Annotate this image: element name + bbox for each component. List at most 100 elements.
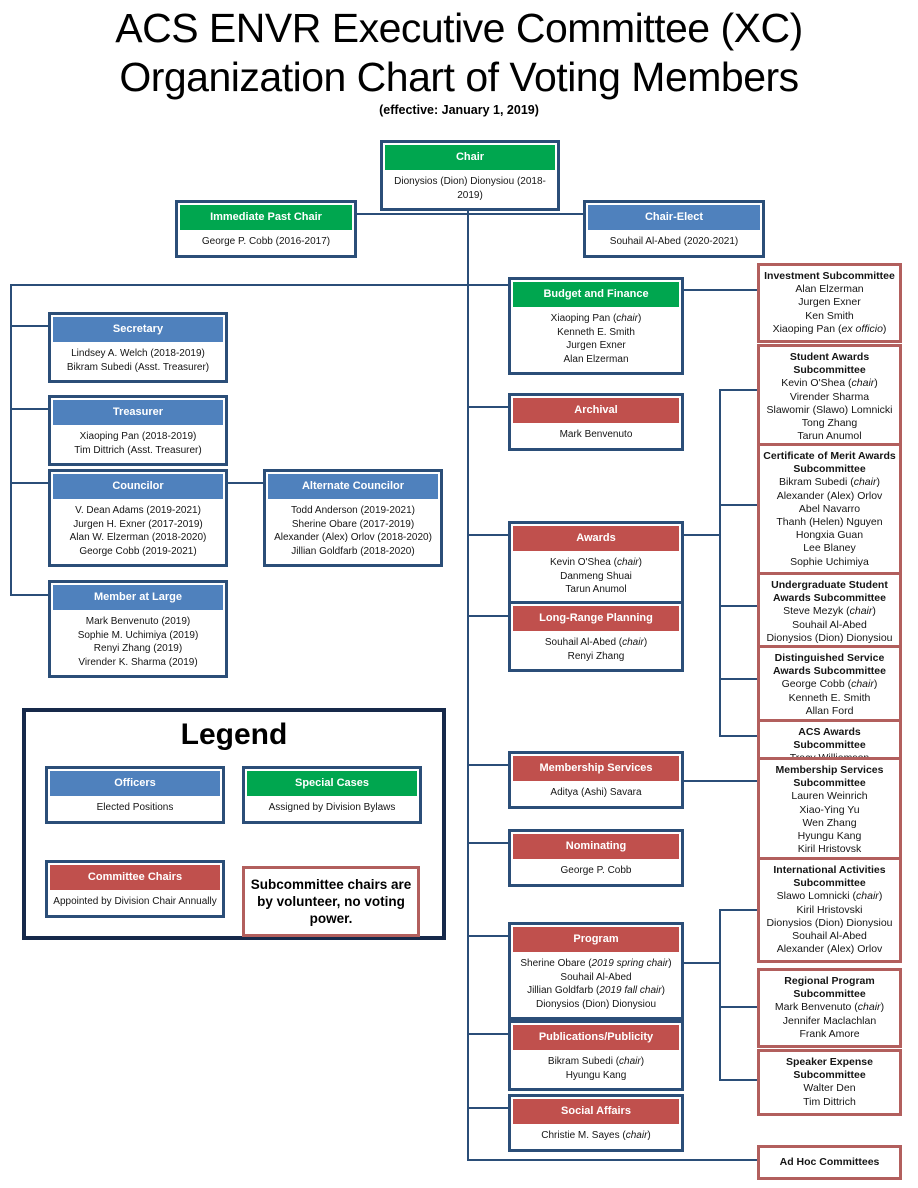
treasurer-members: Xiaoping Pan (2018-2019)Tim Dittrich (As… (74, 431, 202, 456)
awards-header: Awards (513, 526, 679, 551)
program-header: Program (513, 927, 679, 952)
nominating-members: George P. Cobb (560, 865, 632, 876)
regional-program-subcommittee-members: Mark Benvenuto (chair)Jennifer Maclachla… (774, 1001, 885, 1040)
member-at-large-members: Mark Benvenuto (2019)Sophie M. Uchimiya … (77, 616, 199, 668)
councilor-members: V. Dean Adams (2019-2021)Jurgen H. Exner… (69, 505, 207, 557)
connector-line (719, 678, 757, 680)
chair-members: Dionysios (Dion) Dionysiou (2018-2019) (394, 176, 546, 201)
connector-line (719, 389, 757, 391)
connector-line (684, 289, 757, 291)
connector-line (467, 615, 508, 617)
legend-note: Subcommittee chairs are by volunteer, no… (242, 866, 420, 937)
acs-awards-subcommittee-title: ACS Awards Subcommittee (793, 726, 866, 752)
connector-line (719, 909, 757, 911)
page-title-line2: Organization Chart of Voting Members (119, 54, 799, 100)
secretary-members: Lindsey A. Welch (2018-2019)Bikram Subed… (66, 348, 210, 373)
treasurer-header: Treasurer (53, 400, 223, 425)
legend-special-cases-header: Special Cases (247, 771, 417, 796)
connector-line (467, 198, 469, 1161)
connector-line (467, 1159, 759, 1161)
connector-line (719, 735, 757, 737)
social-affairs-members: Christie M. Sayes (chair) (541, 1130, 651, 1141)
budget-and-finance-header: Budget and Finance (513, 282, 679, 307)
chair-elect-header: Chair-Elect (588, 205, 760, 230)
connector-line (719, 389, 721, 737)
membership-services-header: Membership Services (513, 756, 679, 781)
undergraduate-student-awards-subcommittee-title: Undergraduate Student Awards Subcommitte… (771, 579, 888, 605)
councilor: Councilor V. Dean Adams (2019-2021)Jurgen… (48, 469, 228, 567)
social-affairs-header: Social Affairs (513, 1099, 679, 1124)
member-at-large-header: Member at Large (53, 585, 223, 610)
distinguished-service-awards-subcommittee-title: Distinguished Service Awards Subcommitte… (772, 652, 886, 678)
chair-elect-members: Souhail Al-Abed (2020-2021) (609, 236, 739, 247)
connector-line (228, 482, 263, 484)
connector-line (467, 842, 508, 844)
program-members: Sherine Obare (2019 spring chair)Souhail… (520, 958, 672, 1010)
connector-line (10, 284, 508, 286)
legend-special-cases-members: Assigned by Division Bylaws (268, 802, 396, 813)
investment-subcommittee-title: Investment Subcommittee (764, 270, 895, 282)
connector-line (10, 325, 48, 327)
distinguished-service-awards-subcommittee: Distinguished Service Awards Subcommitte… (757, 645, 902, 726)
secretary-header: Secretary (53, 317, 223, 342)
nominating-header: Nominating (513, 834, 679, 859)
ad-hoc-committees: Ad Hoc Committees (757, 1145, 902, 1181)
regional-program-subcommittee-title: Regional Program Subcommittee (784, 975, 875, 1001)
archival-members: Mark Benvenuto (559, 429, 633, 440)
connector-line (467, 935, 508, 937)
connector-line (467, 406, 508, 408)
undergraduate-student-awards-subcommittee: Undergraduate Student Awards Subcommitte… (757, 572, 902, 653)
connector-line (467, 764, 508, 766)
connector-line (684, 534, 720, 536)
councilor-header: Councilor (53, 474, 223, 499)
ad-hoc-committees-title: Ad Hoc Committees (779, 1156, 880, 1168)
legend-committee-chairs-header: Committee Chairs (50, 865, 220, 890)
membership-services-subcommittee-title: Membership Services Subcommittee (775, 764, 884, 790)
student-awards-subcommittee-title: Student Awards Subcommittee (789, 351, 870, 377)
publications-publicity-header: Publications/Publicity (513, 1025, 679, 1050)
alternate-councilor-header: Alternate Councilor (268, 474, 438, 499)
publications-publicity-members: Bikram Subedi (chair)Hyungu Kang (547, 1056, 645, 1081)
connector-line (719, 504, 757, 506)
connector-line (719, 909, 721, 1081)
immediate-past-chair-header: Immediate Past Chair (180, 205, 352, 230)
international-activities-subcommittee-title: International Activities Subcommittee (773, 864, 886, 890)
legend-officers-header: Officers (50, 771, 220, 796)
certificate-of-merit-awards-subcommittee-title: Certificate of Merit Awards Subcommittee (763, 450, 896, 476)
immediate-past-chair-members: George P. Cobb (2016-2017) (201, 236, 331, 247)
connector-line (719, 1006, 757, 1008)
speaker-expense-subcommittee-title: Speaker Expense Subcommittee (786, 1056, 873, 1082)
connector-line (357, 213, 583, 215)
connector-line (719, 605, 757, 607)
connector-line (10, 408, 48, 410)
connector-line (467, 534, 508, 536)
